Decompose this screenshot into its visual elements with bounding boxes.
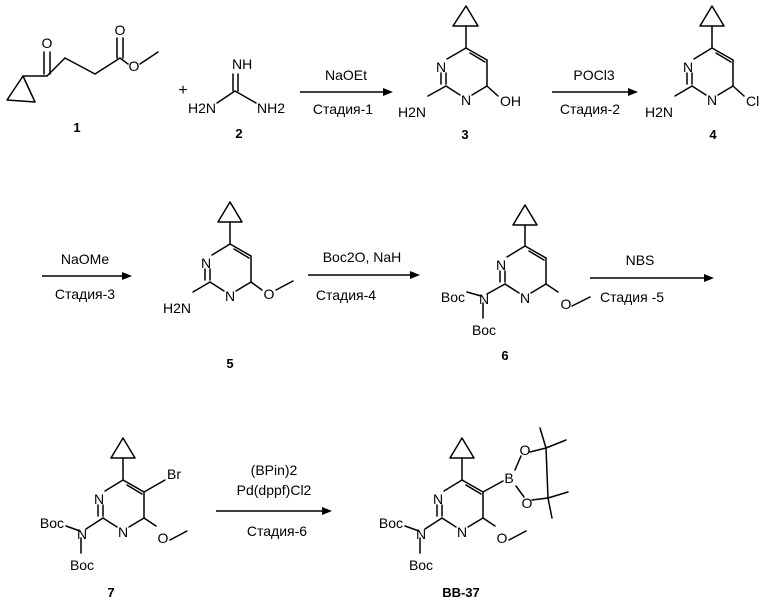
imine-label: NH	[232, 56, 252, 72]
compound-number-5: 5	[226, 356, 233, 371]
reaction-arrow-step-1	[300, 88, 393, 96]
reaction-arrow-step-5	[590, 274, 714, 282]
oxygen-atom: O	[115, 22, 126, 38]
boc-group-label: Boc	[472, 322, 496, 338]
reagent-label: NaOEt	[325, 67, 367, 83]
cyclopropyl-ring	[513, 205, 537, 225]
compound-4-structure: N N H2N Cl	[645, 6, 759, 120]
ring-nitrogen: N	[461, 92, 471, 108]
stage-label: Стадия-2	[560, 101, 620, 117]
stage-label: Стадия -5	[600, 289, 664, 305]
compound-2-structure: NH H2N NH2	[188, 56, 285, 116]
compound-number-1: 1	[73, 120, 80, 135]
ring-nitrogen: N	[225, 288, 235, 304]
boc-group-label: Boc	[70, 557, 94, 573]
compound-number-4: 4	[709, 127, 717, 142]
boc-group-label: Boc	[441, 289, 465, 305]
compound-number-6: 6	[501, 348, 508, 363]
reagent-label: POCl3	[573, 67, 614, 83]
compound-1-structure: O O O	[7, 22, 158, 102]
carbamate-nitrogen: N	[416, 526, 426, 542]
amino-label: H2N	[188, 100, 216, 116]
stage-label: Стадия-6	[247, 523, 307, 539]
compound-3-structure: N N H2N OH	[398, 6, 521, 120]
compound-number-bb37: BB-37	[442, 585, 480, 600]
oxygen-atom: O	[42, 35, 53, 51]
ring-nitrogen: N	[94, 491, 104, 507]
ring-nitrogen: N	[707, 92, 717, 108]
amino-label: NH2	[257, 100, 285, 116]
amino-label: H2N	[163, 300, 191, 316]
ring-nitrogen: N	[433, 491, 443, 507]
chlorine-label: Cl	[746, 93, 759, 109]
reagent-label: (BPin)2	[251, 462, 298, 478]
methoxy-oxygen: O	[264, 286, 275, 302]
boc-group-label: Boc	[409, 557, 433, 573]
stage-label: Стадия-1	[313, 101, 373, 117]
carbamate-nitrogen: N	[479, 291, 489, 307]
ring-nitrogen: N	[496, 257, 506, 273]
ring-nitrogen: N	[520, 290, 530, 306]
ring-nitrogen: N	[683, 59, 693, 75]
compound-5-structure: N N H2N O	[163, 202, 293, 316]
reagent-label: Boc2O, NaH	[323, 249, 402, 265]
compound-number-2: 2	[235, 126, 242, 141]
reagent-label: Pd(dppf)Cl2	[237, 482, 312, 498]
ring-nitrogen: N	[201, 255, 211, 271]
bromine-label: Br	[167, 466, 181, 482]
boc-group-label: Boc	[379, 515, 403, 531]
amino-label: H2N	[398, 104, 426, 120]
boc-group-label: Boc	[40, 515, 64, 531]
compound-number-3: 3	[461, 127, 468, 142]
oxygen-atom: O	[129, 58, 140, 74]
compound-7-structure: N N N Boc Boc Br O	[40, 438, 187, 573]
compound-bb37-structure: N N N Boc Boc B O O O	[379, 428, 568, 573]
boronate-oxygen: O	[520, 442, 531, 458]
reagent-label: NBS	[626, 252, 655, 268]
boron-label: B	[504, 470, 513, 486]
ring-nitrogen: N	[118, 524, 128, 540]
cyclopropyl-ring	[218, 202, 242, 222]
plus-sign: +	[178, 82, 187, 99]
stage-label: Стадия-3	[55, 286, 115, 302]
reagent-label: NaOMe	[61, 251, 109, 267]
cyclopropyl-ring	[111, 438, 135, 458]
ring-nitrogen: N	[457, 524, 467, 540]
compound-6-structure: N N N Boc Boc O	[441, 205, 590, 338]
methoxy-oxygen: O	[497, 530, 508, 546]
hydroxyl-label: OH	[500, 93, 521, 109]
reaction-arrow-step-6	[216, 507, 332, 515]
methoxy-oxygen: O	[561, 296, 572, 312]
cyclopropyl-ring	[450, 438, 474, 458]
reaction-arrow-step-2	[552, 88, 638, 96]
stage-label: Стадия-4	[316, 287, 376, 303]
carbamate-nitrogen: N	[77, 526, 87, 542]
reaction-arrow-step-3	[42, 272, 132, 280]
cyclopropyl-ring	[700, 6, 724, 26]
methoxy-oxygen: O	[158, 530, 169, 546]
amino-label: H2N	[645, 104, 673, 120]
cyclopropyl-ring	[7, 76, 35, 102]
reaction-arrow-step-4	[308, 271, 420, 279]
boronate-oxygen: O	[522, 495, 533, 511]
cyclopropyl-ring	[453, 6, 478, 26]
compound-number-7: 7	[107, 585, 114, 600]
ring-nitrogen: N	[436, 59, 446, 75]
